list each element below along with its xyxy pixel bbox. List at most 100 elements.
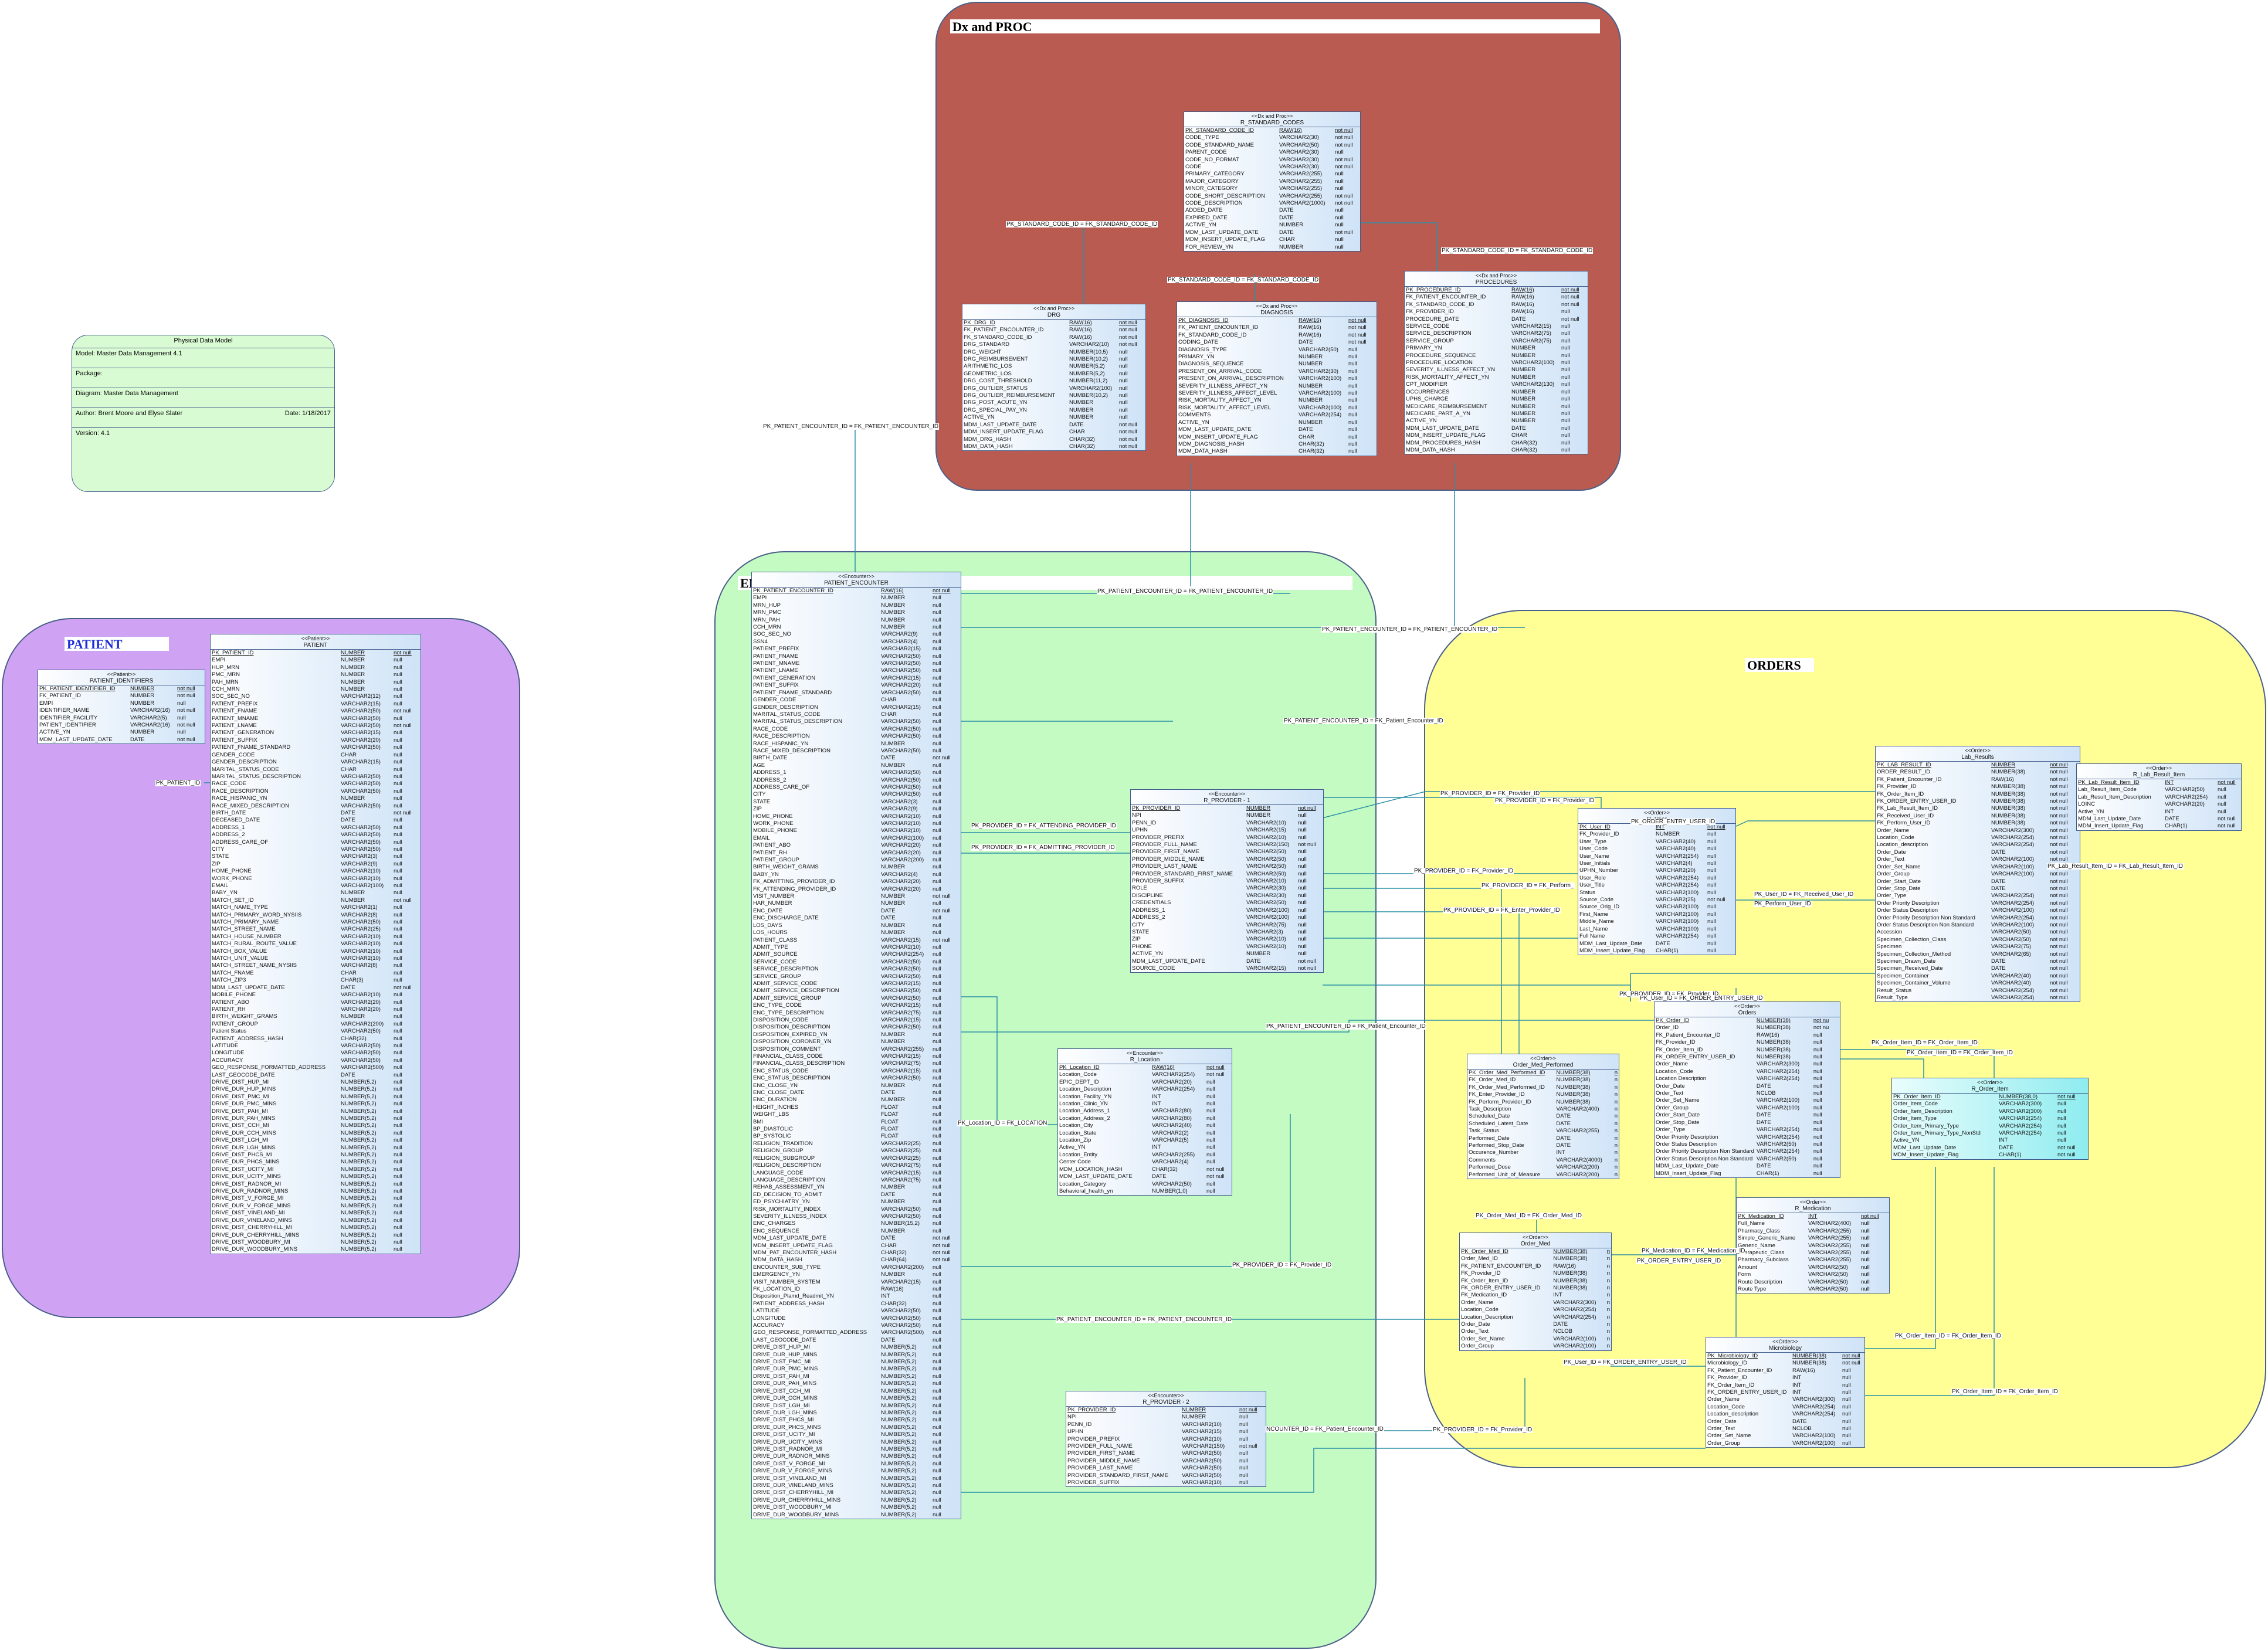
column-name: SERVICE_GROUP (753, 973, 801, 980)
column-nullability: null (1813, 1054, 1822, 1061)
column-nullability: null (1119, 414, 1128, 421)
column-name: FK_STANDARD_CODE_ID (1406, 301, 1474, 308)
relationship-label: PK_PATIENT_ENCOUNTER_ID = FK_Patient_Enc… (1266, 1023, 1426, 1030)
column-name: LOINC (2078, 801, 2096, 808)
column-type: VARCHAR2(500) (341, 1064, 384, 1071)
column-name: ENC_TYPE_CODE (753, 1002, 802, 1009)
column-name: LANGUAGE_DESCRIPTION (753, 1176, 825, 1183)
column-type: NUMBER (881, 1271, 906, 1278)
column-name: MATCH_NAME_TYPE (212, 904, 268, 911)
column-type: NUMBER(5,2) (341, 1108, 377, 1115)
column-nullability: null (933, 806, 941, 813)
column-nullability: null (933, 653, 941, 660)
column-nullability: null (1707, 882, 1716, 889)
column-nullability: not null (2050, 841, 2068, 848)
column-type: VARCHAR2(254) (1756, 1068, 1800, 1075)
column-nullability: null (933, 1162, 941, 1169)
column-nullability: null (394, 1057, 402, 1064)
column-type: INT (1656, 824, 1665, 830)
column-type: FLOAT (881, 1104, 899, 1111)
column-type: VARCHAR2(50) (341, 744, 381, 751)
column-type: VARCHAR2(10) (1246, 834, 1286, 841)
column-type: NUMBER (130, 729, 155, 736)
column-name: MDM_INSERT_UPDATE_FLAG (1185, 236, 1265, 243)
column-nullability: null (1813, 1090, 1822, 1097)
table-header: <<Encounter>>R_Location (1058, 1049, 1232, 1064)
column-name: DRIVE_DIST_HUP_MI (212, 1078, 269, 1085)
column-type: NUMBER (1991, 762, 2016, 768)
column-nullability: null (933, 994, 941, 1001)
note-version: Version: 4.1 (76, 430, 110, 437)
column-type: VARCHAR2(10) (341, 868, 381, 875)
column-name: MDM_Last_Update_Date (1893, 1144, 1957, 1151)
column-nullability: null (177, 729, 186, 736)
column-type: DATE (1246, 958, 1261, 965)
column-nullability: null (933, 1045, 941, 1053)
column-name: DRIVE_DIST_WOODBURY_MI (212, 1238, 290, 1245)
column-type: VARCHAR2(50) (1756, 1155, 1796, 1162)
column-type: VARCHAR2(80) (1152, 1115, 1192, 1122)
column-type: VARCHAR2(254) (1656, 882, 1699, 889)
column-nullability: null (394, 1137, 402, 1144)
column-type: INT (1556, 1149, 1565, 1156)
column-type: NUMBER (1279, 222, 1304, 229)
relationship-label: PK_Order_Item_ID = FK_Order_Item_ID (1871, 1040, 1978, 1046)
column-nullability: null (394, 744, 402, 751)
column-name: Order_Start_Date (1877, 878, 1921, 885)
column-nullability: null (394, 1078, 402, 1085)
column-name: SEVERITY_ILLNESS_AFFECT_YN (1406, 366, 1496, 374)
column-type: VARCHAR2(50) (1182, 1472, 1222, 1479)
column-nullability: not null (177, 722, 195, 729)
column-nullability: null (1842, 1403, 1851, 1410)
column-name: MDM_LAST_UPDATE_DATE (1059, 1173, 1133, 1180)
column-nullability: null (1206, 1151, 1215, 1158)
column-nullability: not null (1298, 841, 1316, 848)
column-type: NUMBER(38) (1756, 1046, 1791, 1053)
relationship-label: PK_Lab_Result_Item_ID = FK_Lab_Result_It… (2047, 863, 2184, 870)
column-type: DATE (881, 755, 896, 762)
column-name: MDM_Insert_Update_Flag (1656, 1170, 1721, 1177)
column-type: VARCHAR2(25) (881, 1155, 921, 1162)
column-nullability: null (933, 1140, 941, 1147)
